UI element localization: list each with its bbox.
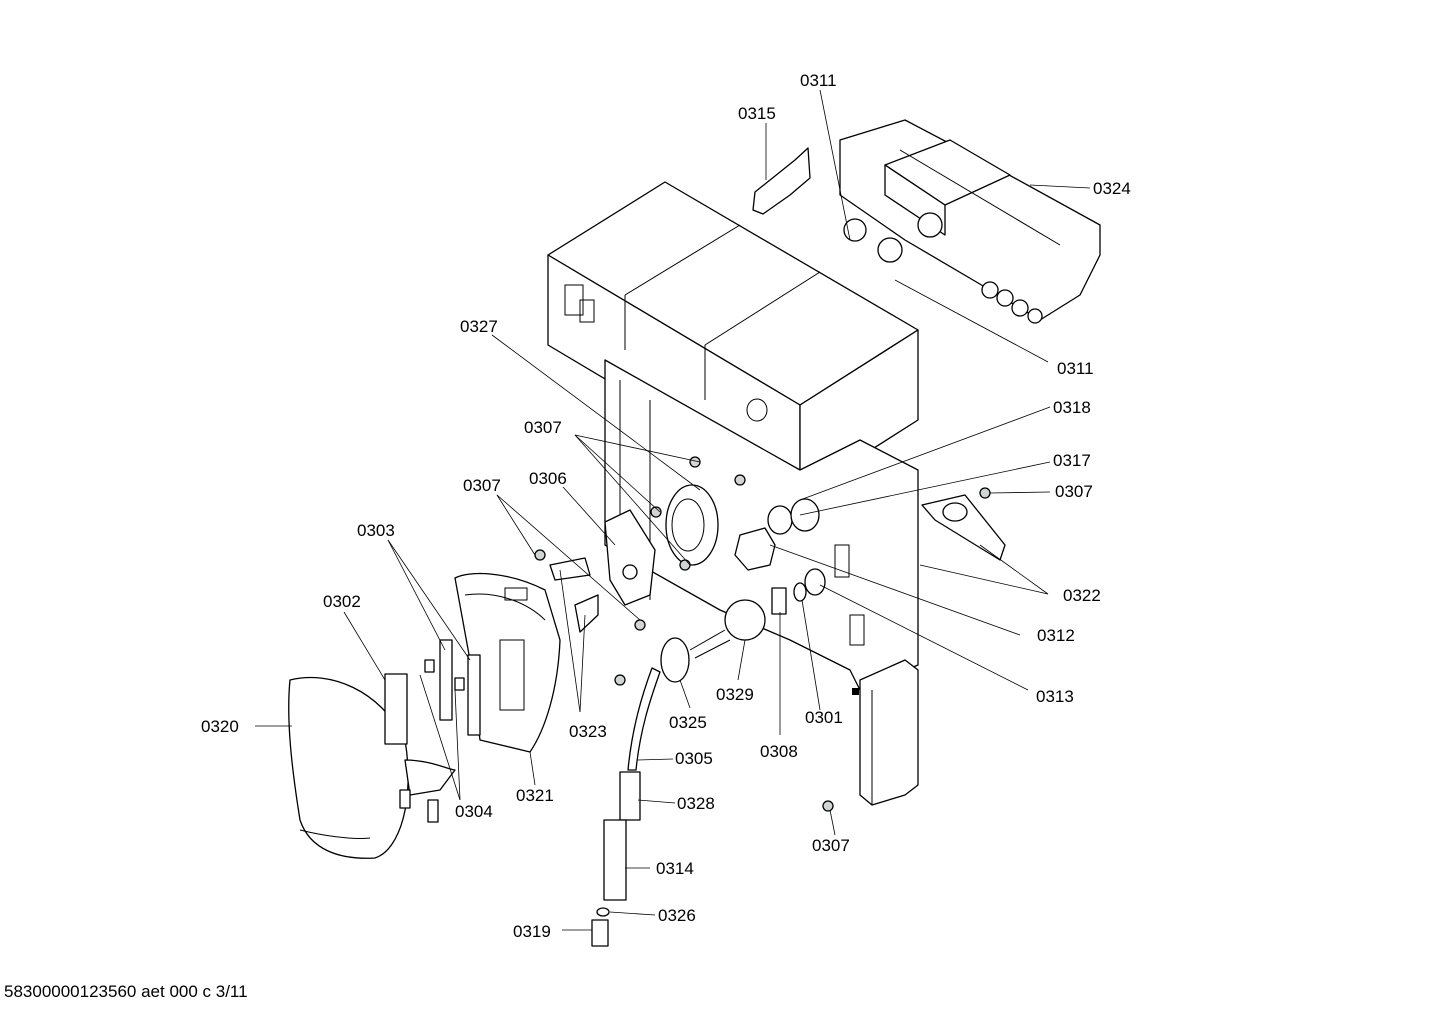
ring-assembly xyxy=(767,498,820,535)
callout-0324: 0324 xyxy=(1093,179,1131,198)
callout-0311-right: 0311 xyxy=(1057,359,1094,378)
callout-0314: 0314 xyxy=(656,859,694,878)
callout-0306: 0306 xyxy=(529,469,567,488)
front-cover xyxy=(454,572,561,753)
pins xyxy=(384,639,481,745)
callout-0307-a: 0307 xyxy=(524,418,562,437)
callout-0322: 0322 xyxy=(1063,586,1101,605)
callout-0307-bottom: 0307 xyxy=(812,836,850,855)
callout-0327: 0327 xyxy=(460,317,498,336)
clamp-0308 xyxy=(771,587,787,615)
lever-plate xyxy=(604,509,656,606)
callout-0313: 0313 xyxy=(1036,687,1074,706)
valve-wheel xyxy=(665,484,719,566)
callout-0301: 0301 xyxy=(805,708,843,727)
callout-0307-b: 0307 xyxy=(463,476,501,495)
callout-0325: 0325 xyxy=(669,713,707,732)
callout-0312: 0312 xyxy=(1037,626,1075,645)
drip-tray xyxy=(288,676,456,859)
callout-0303: 0303 xyxy=(357,521,395,540)
callout-0329: 0329 xyxy=(716,685,754,704)
callout-0307-right: 0307 xyxy=(1055,482,1093,501)
screws xyxy=(534,456,991,812)
ring-0301 xyxy=(793,582,807,602)
callout-0305: 0305 xyxy=(675,749,713,768)
ring-0313 xyxy=(804,568,826,596)
callout-0308: 0308 xyxy=(760,742,798,761)
clip-0323-b xyxy=(574,594,599,633)
rotary-knob xyxy=(734,527,776,571)
callout-0323: 0323 xyxy=(569,722,607,741)
callout-0318: 0318 xyxy=(1053,398,1091,417)
callout-0321: 0321 xyxy=(516,786,554,805)
callout-labels: 0311 0315 0324 0311 0327 0318 0307 0317 … xyxy=(201,71,1131,941)
clip-part xyxy=(752,147,811,215)
clip-0323-a xyxy=(549,557,591,581)
document-code: 58300000123560 aet 000 c 3/11 xyxy=(4,982,248,1001)
callout-0320: 0320 xyxy=(201,717,239,736)
right-bracket xyxy=(921,494,1006,561)
callout-0302: 0302 xyxy=(323,592,361,611)
disc-0325 xyxy=(660,637,690,683)
leader-lines xyxy=(255,89,1091,931)
steam-valve xyxy=(689,599,766,659)
callout-0326: 0326 xyxy=(658,906,696,925)
control-board xyxy=(839,119,1101,324)
main-housing xyxy=(547,181,919,806)
callout-0319: 0319 xyxy=(513,922,551,941)
callout-0317: 0317 xyxy=(1053,451,1091,470)
callout-0328: 0328 xyxy=(677,794,715,813)
callout-0315: 0315 xyxy=(738,104,776,123)
callout-0304: 0304 xyxy=(455,802,493,821)
callout-0311-top: 0311 xyxy=(800,71,837,90)
steam-tube-set xyxy=(591,667,661,947)
